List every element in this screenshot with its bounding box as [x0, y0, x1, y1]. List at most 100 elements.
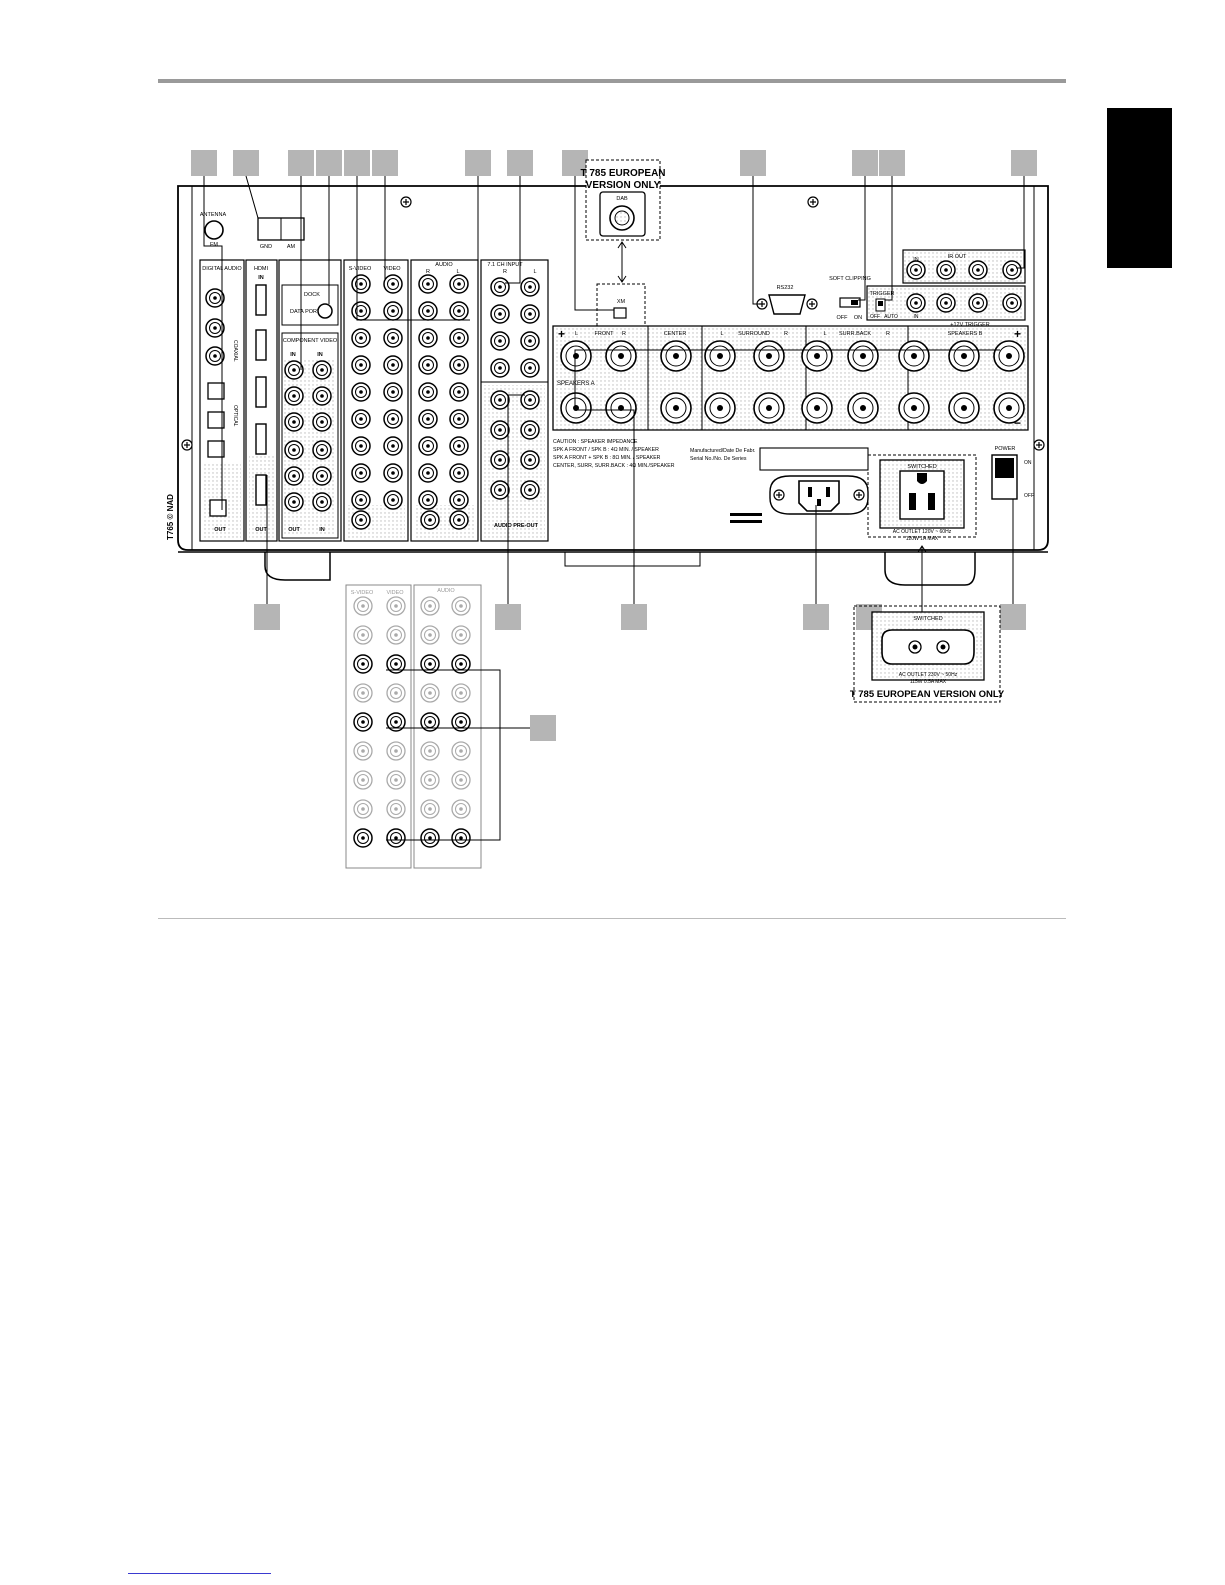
- ch-input-jack[interactable]: [520, 331, 540, 351]
- video-jack[interactable]: [351, 510, 371, 530]
- component-jack[interactable]: [312, 492, 332, 512]
- audio-l-jack[interactable]: [449, 382, 469, 402]
- coaxial-input-3[interactable]: [205, 346, 225, 366]
- ch-input-jack[interactable]: [520, 358, 540, 378]
- speaker-terminal-negative[interactable]: [801, 392, 833, 424]
- s-video-jack[interactable]: [351, 301, 371, 321]
- zoom-audio-l-jack[interactable]: [451, 828, 471, 848]
- video-jack[interactable]: [383, 463, 403, 483]
- video-jack[interactable]: [383, 436, 403, 456]
- audio-r-jack[interactable]: [418, 328, 438, 348]
- speaker-terminal-positive[interactable]: [605, 340, 637, 372]
- video-jack[interactable]: [383, 382, 403, 402]
- component-jack[interactable]: [312, 412, 332, 432]
- rs232-port[interactable]: [768, 294, 806, 315]
- speaker-terminal-positive[interactable]: [560, 340, 592, 372]
- zoom-video-jack[interactable]: [386, 683, 406, 703]
- zoom-video-jack[interactable]: [386, 770, 406, 790]
- s-video-jack[interactable]: [351, 355, 371, 375]
- audio-r-jack[interactable]: [418, 301, 438, 321]
- zoom-video-jack[interactable]: [386, 799, 406, 819]
- component-jack[interactable]: [284, 492, 304, 512]
- zoom-s-video-jack[interactable]: [353, 741, 373, 761]
- video-jack[interactable]: [383, 328, 403, 348]
- ch-input-jack[interactable]: [520, 277, 540, 297]
- dock-data-port[interactable]: [317, 303, 333, 319]
- ch-input-jack[interactable]: [520, 304, 540, 324]
- s-video-jack[interactable]: [351, 490, 371, 510]
- optical-input-2[interactable]: [207, 411, 225, 429]
- component-jack[interactable]: [284, 412, 304, 432]
- audio-r-jack[interactable]: [418, 409, 438, 429]
- zoom-s-video-jack[interactable]: [353, 596, 373, 616]
- audio-l-jack[interactable]: [449, 436, 469, 456]
- zoom-s-video-jack[interactable]: [353, 683, 373, 703]
- ch-input-jack[interactable]: [490, 304, 510, 324]
- audio-l-jack[interactable]: [449, 463, 469, 483]
- audio-l-jack[interactable]: [449, 409, 469, 429]
- pre-out-jack[interactable]: [490, 390, 510, 410]
- speaker-terminal-positive[interactable]: [898, 340, 930, 372]
- zoom-audio-l-jack[interactable]: [451, 799, 471, 819]
- component-jack[interactable]: [284, 360, 304, 380]
- component-jack[interactable]: [312, 466, 332, 486]
- speaker-terminal-negative[interactable]: [704, 392, 736, 424]
- s-video-jack[interactable]: [351, 463, 371, 483]
- zoom-audio-r-jack[interactable]: [420, 625, 440, 645]
- speaker-terminal-positive[interactable]: [660, 340, 692, 372]
- speaker-terminal-negative[interactable]: [898, 392, 930, 424]
- zoom-audio-r-jack[interactable]: [420, 799, 440, 819]
- s-video-jack[interactable]: [351, 328, 371, 348]
- zoom-video-jack[interactable]: [386, 828, 406, 848]
- component-jack[interactable]: [312, 360, 332, 380]
- zoom-audio-l-jack[interactable]: [451, 741, 471, 761]
- component-jack[interactable]: [284, 386, 304, 406]
- audio-l-jack[interactable]: [449, 301, 469, 321]
- audio-r-jack[interactable]: [418, 463, 438, 483]
- audio-l-jack[interactable]: [449, 510, 469, 530]
- zoom-audio-l-jack[interactable]: [451, 770, 471, 790]
- speaker-terminal-negative[interactable]: [605, 392, 637, 424]
- s-video-jack[interactable]: [351, 409, 371, 429]
- video-jack[interactable]: [383, 490, 403, 510]
- zoom-audio-r-jack[interactable]: [420, 741, 440, 761]
- zoom-video-jack[interactable]: [386, 596, 406, 616]
- ir-output-jack[interactable]: [1002, 260, 1022, 280]
- zoom-video-jack[interactable]: [386, 741, 406, 761]
- trigger-output-jack[interactable]: [936, 293, 956, 313]
- video-jack[interactable]: [383, 409, 403, 429]
- pre-out-jack[interactable]: [490, 420, 510, 440]
- speaker-terminal-positive[interactable]: [801, 340, 833, 372]
- ch-input-jack[interactable]: [490, 277, 510, 297]
- audio-l-jack[interactable]: [449, 328, 469, 348]
- audio-r-jack[interactable]: [418, 382, 438, 402]
- component-jack[interactable]: [312, 386, 332, 406]
- s-video-jack[interactable]: [351, 436, 371, 456]
- hdmi-input-3[interactable]: [255, 329, 267, 361]
- component-jack[interactable]: [312, 440, 332, 460]
- trigger-input-jack[interactable]: [906, 293, 926, 313]
- audio-r-jack[interactable]: [418, 436, 438, 456]
- ac-power-inlet[interactable]: [798, 480, 840, 512]
- ir-output-jack[interactable]: [936, 260, 956, 280]
- component-jack[interactable]: [284, 466, 304, 486]
- pre-out-jack[interactable]: [520, 420, 540, 440]
- hdmi-input-2[interactable]: [255, 376, 267, 408]
- soft-clipping-switch[interactable]: [839, 297, 861, 308]
- ch-input-jack[interactable]: [490, 358, 510, 378]
- audio-r-jack[interactable]: [418, 274, 438, 294]
- pre-out-jack[interactable]: [490, 450, 510, 470]
- speaker-terminal-negative[interactable]: [993, 392, 1025, 424]
- pre-out-jack[interactable]: [520, 450, 540, 470]
- coaxial-input-1[interactable]: [205, 288, 225, 308]
- video-jack[interactable]: [383, 355, 403, 375]
- fm-antenna-jack[interactable]: [204, 220, 224, 240]
- s-video-jack[interactable]: [351, 274, 371, 294]
- pre-out-jack[interactable]: [520, 480, 540, 500]
- speaker-terminal-positive[interactable]: [993, 340, 1025, 372]
- trigger-output-jack[interactable]: [1002, 293, 1022, 313]
- audio-r-jack[interactable]: [420, 510, 440, 530]
- component-jack[interactable]: [284, 440, 304, 460]
- speaker-terminal-negative[interactable]: [847, 392, 879, 424]
- speaker-terminal-positive[interactable]: [753, 340, 785, 372]
